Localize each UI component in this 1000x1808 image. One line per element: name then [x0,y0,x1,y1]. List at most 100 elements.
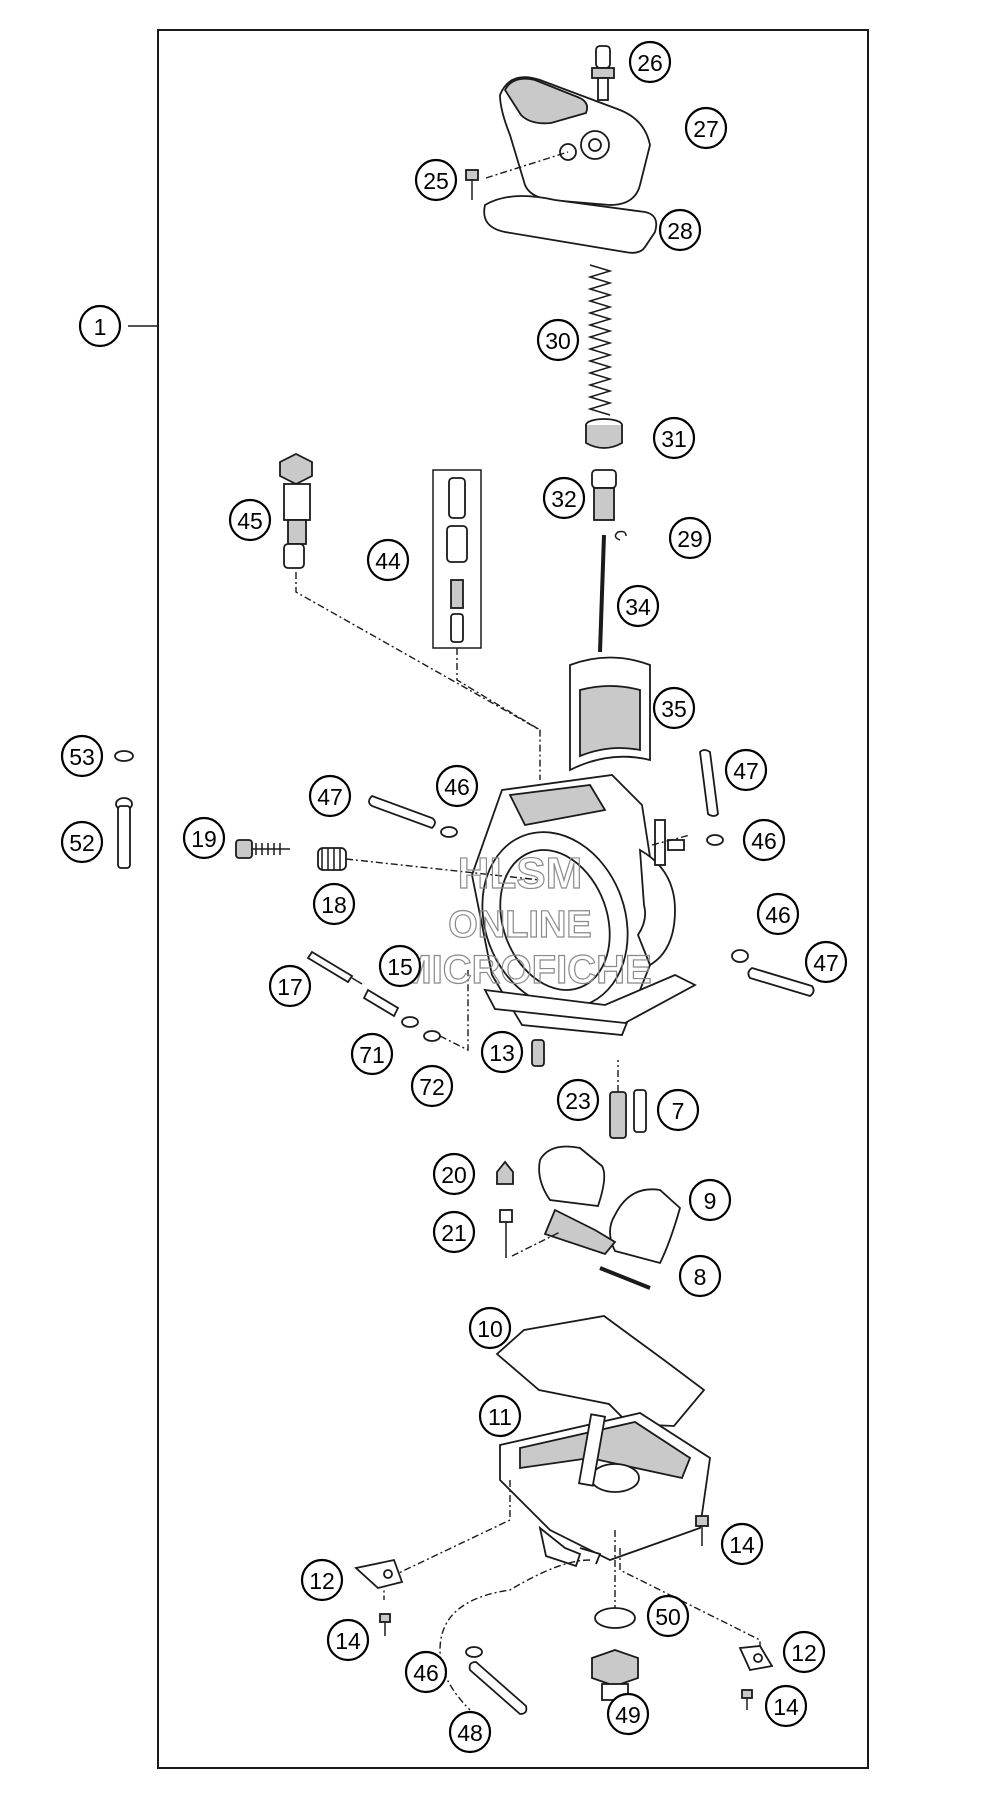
callout-label: 18 [321,892,347,918]
clamp-part [465,1646,483,1658]
callout-26: 26 [628,40,672,84]
callout-10: 10 [468,1306,512,1350]
assembly-frame [157,29,869,1769]
air-screw-part [235,839,290,859]
callout-label: 7 [672,1098,685,1124]
pin-part [115,797,133,869]
callout-20: 20 [432,1152,476,1196]
callout-label: 12 [791,1640,817,1666]
callout-label: 47 [733,758,759,784]
callout-23: 23 [556,1078,600,1122]
callout-circle [228,498,272,542]
bracket-screw-part [379,1613,391,1636]
callout-circle [628,40,672,84]
callout-label: 35 [661,696,687,722]
clip-part [614,530,627,541]
callout-19: 19 [182,816,226,860]
callout-48: 48 [448,1710,492,1754]
callout-label: 13 [489,1040,515,1066]
o-ring-part [594,1607,636,1629]
callout-11: 11 [478,1394,522,1438]
callout-label: 8 [694,1264,707,1290]
callout-circle [268,964,312,1008]
callout-circle [646,1594,690,1638]
callout-circle [78,304,122,348]
fitting-part [591,45,615,101]
callout-29: 29 [668,516,712,560]
callout-9: 9 [688,1178,732,1222]
callout-label: 52 [69,830,95,856]
callout-circle [764,1684,808,1728]
callout-circle [326,1618,370,1662]
idle-screw-part [306,950,363,985]
callout-8: 8 [678,1254,722,1298]
callout-label: 15 [387,954,413,980]
callout-circle [652,686,696,730]
callout-circle [684,106,728,150]
callout-13: 13 [480,1030,524,1074]
spring-part [317,847,347,871]
callout-17: 17 [268,964,312,1008]
clamp-part [440,826,458,838]
callout-44: 44 [366,538,410,582]
bracket-part [354,1558,404,1589]
callout-circle [60,734,104,778]
callout-53: 53 [60,734,104,778]
float-part [538,1145,682,1265]
callout-circle [782,1630,826,1674]
callout-label: 21 [441,1220,467,1246]
washer-part [401,1016,419,1028]
callout-circle [404,1650,448,1694]
callout-circle [312,882,356,926]
bracket-part [738,1645,774,1672]
o-ring-part [114,750,134,762]
tube-part [368,794,436,830]
callout-label: 20 [441,1162,467,1188]
watermark-line1: HLSM [458,849,583,898]
callout-50: 50 [646,1594,690,1638]
callout-72: 72 [410,1064,454,1108]
callout-circle [720,1522,764,1566]
spring-part [587,264,613,416]
bowl-screw-part [695,1515,709,1546]
callout-circle [724,748,768,792]
callout-circle [468,1306,512,1350]
callout-circle [688,1178,732,1222]
callout-49: 49 [606,1692,650,1736]
callout-circle [658,208,702,252]
screw-part [465,169,479,200]
callout-31: 31 [652,416,696,460]
callout-21: 21 [432,1210,476,1254]
callout-label: 27 [693,116,719,142]
watermark: HLSM ONLINE MICROFICHE [398,848,653,992]
jet-needle-part [598,534,606,653]
callout-label: 17 [277,974,303,1000]
callout-label: 50 [655,1604,681,1630]
callout-circle [414,158,458,202]
callout-label: 23 [565,1088,591,1114]
callout-1: 1 [78,304,122,348]
callout-circle [448,1710,492,1754]
callout-label: 25 [423,168,449,194]
callout-label: 31 [661,426,687,452]
vent-hose-part [439,1559,591,1711]
callout-45: 45 [228,498,272,542]
callout-label: 46 [444,774,470,800]
top-cover-part [499,76,651,206]
callout-label: 46 [751,828,777,854]
callout-label: 44 [375,548,401,574]
bracket-screw-part [741,1689,753,1710]
callout-label: 30 [545,328,571,354]
callout-label: 46 [413,1660,439,1686]
callout-label: 71 [359,1042,385,1068]
callout-46: 46 [742,818,786,862]
callout-label: 14 [729,1532,755,1558]
callout-label: 26 [637,50,663,76]
callout-15: 15 [378,944,422,988]
callout-circle [668,516,712,560]
callout-circle [678,1254,722,1298]
callout-circle [435,764,479,808]
callout-label: 34 [625,594,651,620]
callout-46: 46 [756,892,800,936]
